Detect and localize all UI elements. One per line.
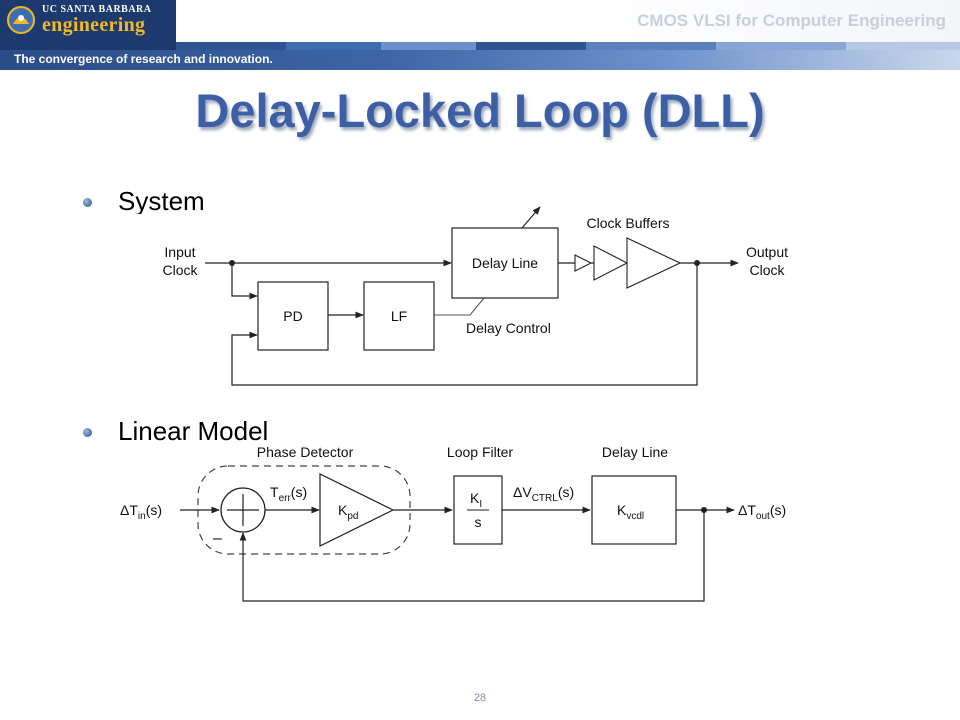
input-clock-label: Input <box>164 244 195 260</box>
error-signal-label: Terr(s) <box>270 484 307 504</box>
page-number: 28 <box>473 692 487 704</box>
loop-filter-label: Loop Filter <box>447 444 513 460</box>
buffer-medium <box>593 245 629 281</box>
output-clock-label: Output <box>746 244 788 260</box>
pd-block <box>257 281 329 351</box>
decorative-bars <box>0 42 960 50</box>
bullet-linear-model: Linear Model <box>118 416 269 442</box>
output-signal-label: ΔTout(s) <box>738 502 786 522</box>
bullet-dot-icon <box>83 428 92 437</box>
logo-line1: UC SANTA BARBARA <box>42 4 152 15</box>
kpd-label: Kpd <box>338 502 358 522</box>
tagline: The convergence of research and innovati… <box>14 52 273 66</box>
clock-buffers-label: Clock Buffers <box>587 215 670 231</box>
minus-sign: – <box>213 530 222 547</box>
input-signal-label: ΔTin(s) <box>120 502 162 522</box>
pd-label: PD <box>283 308 302 324</box>
bullet-system: System <box>118 186 205 214</box>
delay-line-label: Delay Line <box>472 255 538 271</box>
delay-control-label: Delay Control <box>466 320 551 336</box>
bullet-dot-icon <box>83 198 92 207</box>
buffer-large <box>626 237 682 289</box>
slide-title: Delay-Locked Loop (DLL) <box>195 84 765 137</box>
input-clock-label-2: Clock <box>162 262 198 278</box>
kpd-gain-block <box>319 473 395 547</box>
lf-label: LF <box>391 308 407 324</box>
phase-detector-boundary <box>197 465 411 555</box>
ucsb-seal-icon <box>7 6 35 34</box>
logo-line2: engineering <box>42 14 146 36</box>
kvcdl-block <box>591 475 677 545</box>
kvcdl-label: Kvcdl <box>617 502 644 522</box>
vctrl-label: ΔVCTRL(s) <box>513 484 574 504</box>
filter-denominator: s <box>475 514 482 530</box>
output-clock-label-2: Clock <box>749 262 785 278</box>
course-title: CMOS VLSI for Computer Engineering <box>637 11 946 30</box>
delay-line-model-label: Delay Line <box>602 444 668 460</box>
buffer-small <box>574 254 593 272</box>
phase-detector-label: Phase Detector <box>257 444 354 460</box>
lf-block <box>363 281 435 351</box>
tagline-strip <box>0 50 960 70</box>
ucsb-logo: UC SANTA BARBARA engineering <box>0 0 176 42</box>
header-banner: UC SANTA BARBARA engineering CMOS VLSI f… <box>0 0 960 70</box>
filter-numerator: KI <box>470 490 482 510</box>
delay-line-block <box>451 227 559 299</box>
